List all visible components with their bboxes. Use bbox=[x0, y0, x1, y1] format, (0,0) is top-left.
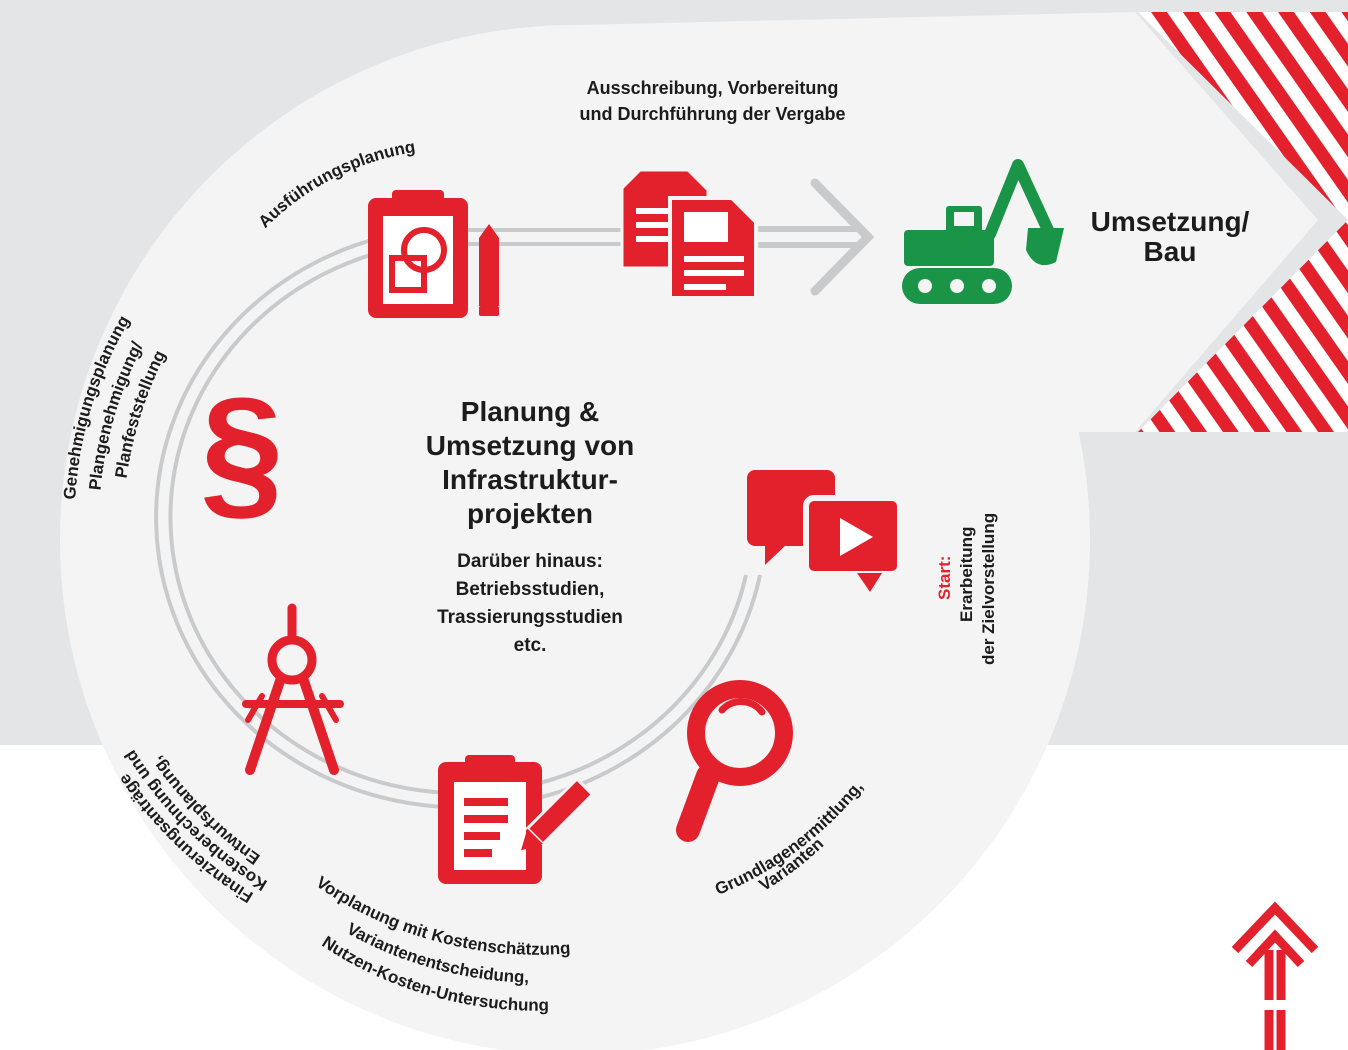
svg-text:der Zielvorstellung: der Zielvorstellung bbox=[979, 513, 998, 665]
center-title: Planung & Umsetzung von Infrastruktur- p… bbox=[425, 396, 635, 529]
paragraph-icon: § bbox=[200, 366, 283, 534]
up-arrow-icon bbox=[1231, 901, 1319, 1050]
center-subtitle: Darüber hinaus: Betriebsstudien, Trassie… bbox=[437, 551, 623, 656]
label-start: Start: Erarbeitung der Zielvorstellung bbox=[935, 513, 998, 665]
arrow-to-bau bbox=[757, 178, 875, 296]
arrow-hazard-border bbox=[1138, 12, 1348, 432]
label-bau: Umsetzung/ Bau bbox=[1090, 206, 1250, 267]
label-vergabe: Ausschreibung, Vorbereitung und Durchfüh… bbox=[579, 78, 846, 124]
clipboard-drawing-icon bbox=[368, 190, 499, 318]
magnifier-icon bbox=[676, 680, 793, 842]
start-prefix: Start: bbox=[935, 556, 954, 600]
video-chat-icon bbox=[747, 470, 903, 592]
excavator-icon bbox=[902, 159, 1064, 304]
documents-icon bbox=[620, 168, 758, 300]
clipboard-pencil-icon bbox=[438, 755, 595, 884]
svg-text:Erarbeitung: Erarbeitung bbox=[957, 527, 976, 622]
compass-icon bbox=[242, 603, 344, 775]
